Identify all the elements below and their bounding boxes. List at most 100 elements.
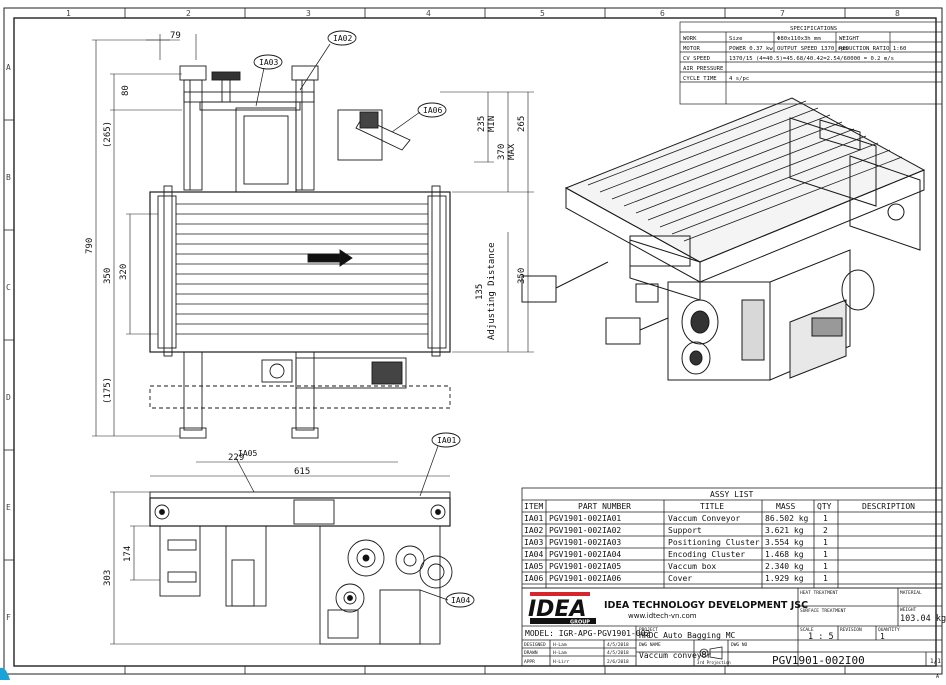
sheet-frame bbox=[3, 7, 943, 675]
frame-col-4: 4 bbox=[426, 9, 431, 18]
designed-date: 4/5/2018 bbox=[607, 642, 629, 648]
frame-row-c: C bbox=[6, 283, 11, 292]
designed-label: DESIGNED bbox=[524, 642, 546, 648]
dim-79: 79 bbox=[170, 31, 181, 41]
project-value: HRDC Auto Bagging MC bbox=[639, 631, 736, 640]
assy-r6-title: Cover bbox=[668, 574, 692, 583]
dim-265-paren: (265) bbox=[103, 121, 113, 148]
spec-motor-ratio: REDUCTION RATIO 1:60 bbox=[839, 46, 906, 52]
spec-work-dim: Φ80x110x3h mm bbox=[777, 36, 821, 42]
assy-r3-title: Positioning Cluster bbox=[668, 538, 760, 547]
title-block bbox=[521, 587, 943, 667]
callout-ia02: IA02 bbox=[333, 34, 352, 43]
dim-175: (175) bbox=[103, 377, 113, 404]
appr-label: APPR bbox=[524, 659, 535, 665]
spec-work-weight: WEIGHT bbox=[839, 36, 860, 42]
frame-row-e: E bbox=[6, 503, 11, 512]
assy-r2-qty: 2 bbox=[823, 526, 828, 535]
assy-h-item: ITEM bbox=[524, 502, 543, 511]
dim-max: MAX bbox=[507, 143, 517, 160]
assy-r6-item: IA06 bbox=[524, 574, 543, 583]
assy-h-mass: MASS bbox=[776, 502, 795, 511]
frame-col-1: 1 bbox=[66, 9, 71, 18]
revision-label: REVISION bbox=[840, 627, 862, 633]
assy-r1-item: IA01 bbox=[524, 514, 543, 523]
assy-r1-part: PGV1901-002IA01 bbox=[549, 514, 621, 523]
assy-r6-part: PGV1901-002IA06 bbox=[549, 574, 621, 583]
logo-text: IDEA bbox=[528, 597, 587, 622]
assy-r5-title: Vaccum box bbox=[668, 562, 716, 571]
spec-label-cv: CV SPEED bbox=[683, 56, 711, 62]
model-value: MODEL: IGR-APG-PGV1901-002 bbox=[525, 629, 650, 638]
specifications-text: SPECIFICATIONS WORK Size Φ80x110x3h mm W… bbox=[683, 26, 906, 82]
assy-r4-title: Encoding Cluster bbox=[668, 550, 745, 559]
scale-value: 1 : 5 bbox=[808, 632, 834, 642]
frame-col-7: 7 bbox=[780, 9, 785, 18]
spec-label-cycle: CYCLE TIME bbox=[683, 76, 717, 82]
side-view bbox=[110, 491, 453, 645]
dim-350-right: 350 bbox=[517, 268, 527, 284]
sheet-size: A bbox=[936, 674, 939, 680]
logo-group: GROUP bbox=[570, 620, 590, 626]
quantity-label: QUANTITY bbox=[878, 627, 900, 633]
company-logo: IDEA GROUP bbox=[528, 592, 596, 626]
assy-r1-qty: 1 bbox=[823, 514, 828, 523]
dim-350-left: 350 bbox=[103, 268, 113, 284]
assy-list-table bbox=[521, 487, 943, 589]
dim-135: 135 bbox=[475, 284, 485, 300]
dimension-labels: 79 229 615 80 (265) 790 350 320 (175) 23… bbox=[85, 31, 527, 586]
assy-r2-item: IA02 bbox=[524, 526, 543, 535]
projection-symbol-icon bbox=[699, 646, 723, 660]
assy-h-title: TITLE bbox=[700, 502, 724, 511]
spec-title: SPECIFICATIONS bbox=[790, 26, 837, 32]
assy-r3-qty: 1 bbox=[823, 538, 828, 547]
assy-list-text: ASSY LIST ITEM PART NUMBER TITLE MASS QT… bbox=[524, 490, 915, 583]
spec-label-motor: MOTOR bbox=[683, 46, 700, 52]
callout-ia01: IA01 bbox=[437, 436, 456, 445]
assy-title: ASSY LIST bbox=[710, 490, 754, 499]
dim-229: 229 bbox=[228, 453, 244, 463]
dim-80: 80 bbox=[121, 85, 131, 96]
dwg-no-label: DWG NO bbox=[731, 642, 748, 648]
assy-r1-mass: 86.502 kg bbox=[765, 514, 809, 523]
assy-r2-title: Support bbox=[668, 526, 702, 535]
weight-label: WEIGHT bbox=[900, 607, 917, 613]
scale-label: SCALE bbox=[800, 627, 814, 633]
dwg-name-value: Vaccum conveyor bbox=[639, 651, 711, 660]
spec-cv-value: 1370/15 (4=40.5)=45.68/40.42=2.54/60000 … bbox=[729, 56, 894, 62]
assy-r5-mass: 2.340 kg bbox=[765, 562, 804, 571]
dim-265: 265 bbox=[517, 116, 527, 132]
weight-value: 103.04 kg bbox=[900, 614, 946, 624]
assy-r5-item: IA05 bbox=[524, 562, 543, 571]
assy-h-desc: DESCRIPTION bbox=[862, 502, 915, 511]
company-name: IDEA TECHNOLOGY DEVELOPMENT JSC bbox=[604, 600, 808, 611]
frame-col-3: 3 bbox=[306, 9, 311, 18]
assy-r4-part: PGV1901-002IA04 bbox=[549, 550, 621, 559]
drawn-date: 4/5/2018 bbox=[607, 650, 629, 656]
assy-r1-title: Vaccum Conveyor bbox=[668, 514, 740, 523]
callout-ia05: IA05 bbox=[238, 449, 257, 458]
dim-320: 320 bbox=[119, 264, 129, 280]
spec-cycle-value: 4 s/pc bbox=[729, 76, 749, 82]
dim-adjusting-distance: Adjusting Distance bbox=[487, 242, 497, 340]
assy-r6-mass: 1.929 kg bbox=[765, 574, 804, 583]
assy-r4-item: IA04 bbox=[524, 550, 543, 559]
company-website: www.idtech-vn.com bbox=[628, 612, 697, 620]
quantity-value: 1 bbox=[880, 632, 885, 641]
dim-235: 235 bbox=[477, 116, 487, 132]
title-block-text: IDEA TECHNOLOGY DEVELOPMENT JSC www.idte… bbox=[524, 590, 946, 680]
project-label: PROJECT bbox=[639, 627, 658, 633]
spec-motor-power: POWER 0.37 kw bbox=[729, 46, 773, 52]
frame-row-a: A bbox=[6, 63, 11, 72]
spec-work-size: Size bbox=[729, 36, 743, 42]
assy-r2-part: PGV1901-002IA02 bbox=[549, 526, 621, 535]
dim-615: 615 bbox=[294, 467, 310, 477]
surface-label: SURFACE TREATMENT bbox=[800, 608, 846, 614]
frame-row-f: F bbox=[6, 613, 11, 622]
dwg-no-value: PGV1901-002I00 bbox=[772, 654, 865, 667]
spec-label-air: AIR PRESSURE bbox=[683, 66, 724, 72]
dwg-name-label: DWG NAME bbox=[639, 642, 661, 648]
spec-motor-speed: OUTPUT SPEED 1370 rpm bbox=[777, 46, 848, 52]
frame-row-d: D bbox=[6, 393, 11, 402]
